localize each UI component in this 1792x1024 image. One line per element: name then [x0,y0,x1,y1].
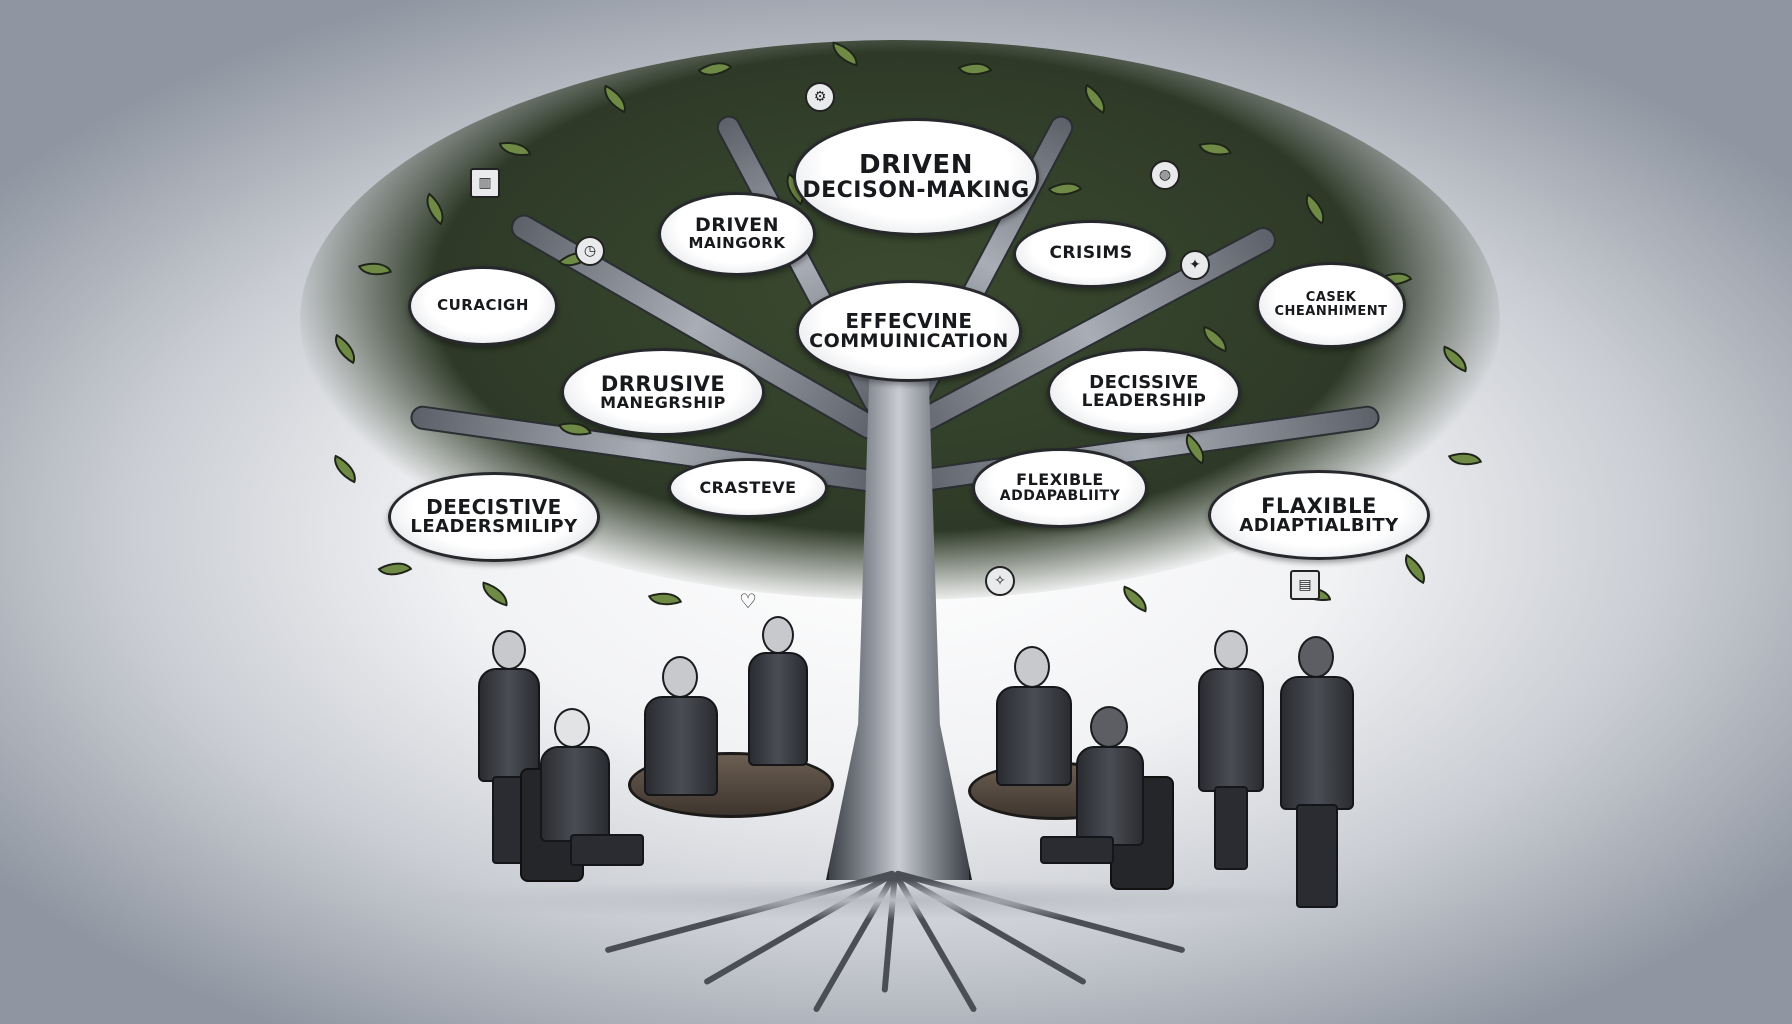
lightbulb-icon: ✦ [1180,250,1210,280]
compass-icon: ✧ [985,566,1015,596]
bubble-driven-maingork: DRIVEN MAINGORK [658,192,816,276]
bubble-driven-decision-making: DRIVEN DECISON-MAKING [793,118,1039,236]
bubble-flexible-adapability: FLEXIBLE ADDAPABLIITY [972,448,1148,528]
bubble-crasteve: CRASTEVE [668,458,828,518]
bubble-effective-communication: EFFECVINE COMMUINICATION [796,280,1022,382]
bubble-decisive-leadership: DECISSIVE LEADERSHIP [1047,348,1241,436]
bubble-deecistive-leadersmilipy: DEECISTIVE LEADERSMILIPY [388,472,600,562]
document-icon: ▤ [1290,570,1320,600]
clock-icon: ◷ [575,236,605,266]
bubble-casek-cheanment: CASEK CHEANHIMENT [1256,262,1406,348]
heart-icon: ♡ [739,589,757,613]
bubble-drrusive-manegrship: DRRUSIVE MANEGRSHIP [561,348,765,436]
chart-icon: ▥ [470,168,500,198]
gear-icon: ⚙ [805,82,835,112]
bubble-flaxible-adiaptialbity: FLAXIBLE ADIAPTIALBITY [1208,470,1430,560]
ground-shadow [380,880,1380,920]
bubble-crisims: CRISIMS [1013,220,1169,288]
globe-icon: ◍ [1150,160,1180,190]
bubble-curacigh: CURACIGH [408,266,558,346]
